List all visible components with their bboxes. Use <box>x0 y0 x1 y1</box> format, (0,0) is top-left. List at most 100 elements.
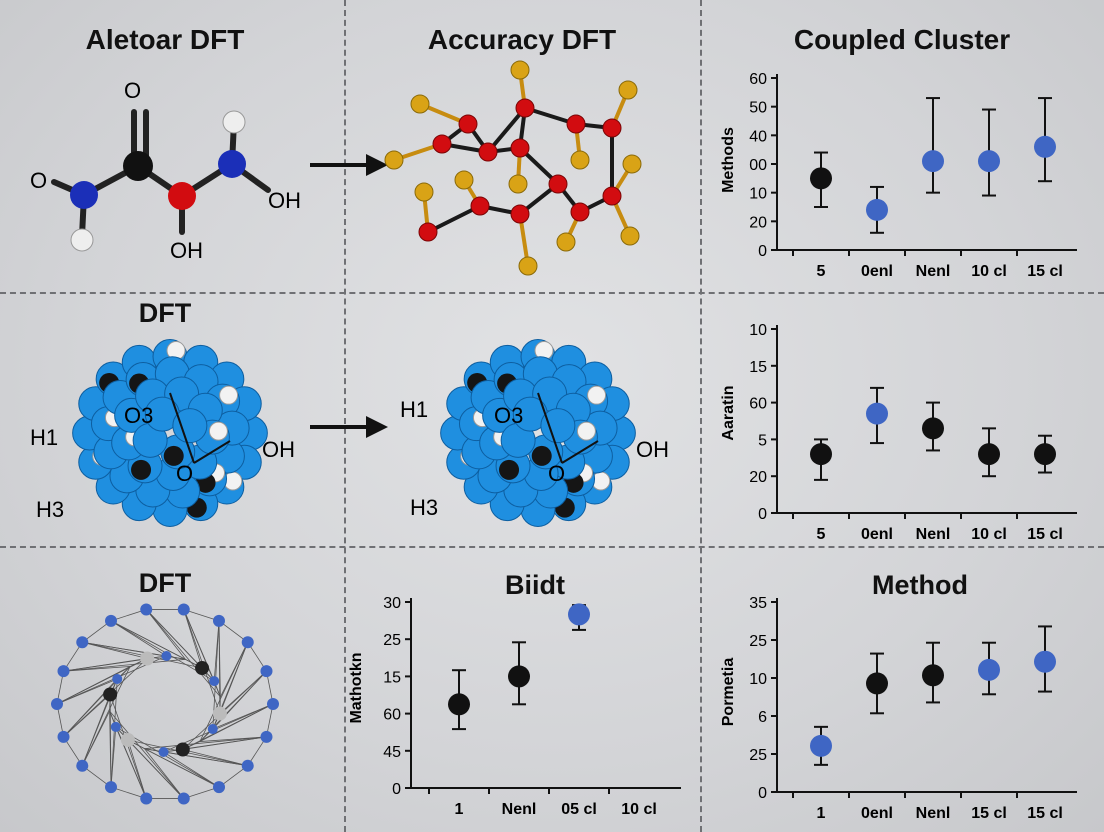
blue-node <box>241 636 254 649</box>
data-point <box>508 665 530 688</box>
data-point <box>922 664 944 687</box>
label-o-top: O <box>124 78 141 103</box>
red-atom <box>515 98 535 118</box>
divider-horizontal-2 <box>0 546 1104 548</box>
x-tick-label: 1 <box>455 801 464 818</box>
data-point <box>978 658 1000 681</box>
x-tick-label: 15 cl <box>1027 263 1063 280</box>
blue-node <box>76 636 89 649</box>
red-atom <box>458 114 478 134</box>
bond <box>169 392 195 464</box>
label-o: O <box>548 461 565 486</box>
gold-atom <box>618 80 638 100</box>
mesh-line <box>81 666 131 766</box>
data-point <box>810 167 832 190</box>
black-atom <box>499 459 520 480</box>
mesh-line <box>199 642 249 742</box>
cage-cluster-diagram: H1 O3 OH O H3 <box>400 339 669 527</box>
gold-atom <box>384 150 404 170</box>
mesh-line <box>183 609 220 622</box>
x-tick-label: 0enl <box>861 263 893 280</box>
red-atom <box>432 134 452 154</box>
x-tick-label: 10 cl <box>971 526 1007 543</box>
x-tick-label: 5 <box>817 263 826 280</box>
y-axis-label: Methods <box>720 127 737 193</box>
gold-atom <box>414 182 434 202</box>
inner-node <box>103 687 118 702</box>
label-oh: OH <box>636 437 669 462</box>
label-o-left: O <box>30 168 47 193</box>
label-oh: OH <box>262 437 295 462</box>
y-tick-label: 6 <box>758 709 767 726</box>
white-atom <box>576 421 596 441</box>
y-tick-label: 25 <box>749 633 767 650</box>
y-tick-label: 00 <box>749 157 767 174</box>
data-point <box>978 150 1000 173</box>
mesh-line <box>109 694 112 788</box>
label-o3: O3 <box>494 403 523 428</box>
cage-cluster-diagram: H1 O3 OH O H3 <box>30 339 295 527</box>
y-tick-label: 10 <box>749 671 767 688</box>
red-atom <box>470 196 490 216</box>
blue-node <box>213 781 225 794</box>
blue-node <box>267 698 279 710</box>
y-axis-label: Pormetia <box>720 658 737 727</box>
inner-node <box>120 732 135 747</box>
data-point <box>1034 650 1056 673</box>
x-tick-label: 05 cl <box>561 801 597 818</box>
mesh-line <box>182 703 274 750</box>
black-atom <box>531 445 552 466</box>
gold-atom <box>454 170 474 190</box>
blue-atom <box>540 408 576 444</box>
red-atom <box>566 114 586 134</box>
x-tick-label: 15 cl <box>971 805 1007 822</box>
mesh-line <box>183 786 220 799</box>
blue-node <box>51 698 63 710</box>
data-point <box>866 402 888 425</box>
bond <box>561 440 599 464</box>
x-tick-label: 15 cl <box>1027 526 1063 543</box>
blue-node <box>177 603 190 616</box>
x-tick-label: 15 cl <box>1027 805 1063 822</box>
mesh-line <box>144 736 267 750</box>
label-oh-right: OH <box>268 188 301 213</box>
blue-node <box>241 759 254 772</box>
red-atom <box>602 118 622 138</box>
blue-node <box>112 673 123 684</box>
mesh-line <box>110 786 147 799</box>
x-tick-label: Nenl <box>916 805 951 822</box>
molecule-small-diagram: O O OH OH <box>30 78 301 263</box>
blue-atom <box>172 408 208 444</box>
blue-node <box>213 614 225 627</box>
gold-atom <box>518 256 538 276</box>
gold-atom <box>508 174 528 194</box>
mesh-line <box>110 620 167 657</box>
panel-title-top-left: Aletoar DFT <box>85 24 245 55</box>
label-o3: O3 <box>124 403 153 428</box>
red-atom <box>510 204 530 224</box>
x-tick-label: 10 cl <box>971 263 1007 280</box>
gold-atom <box>570 150 590 170</box>
gold-atom <box>556 232 576 252</box>
divider-horizontal-1 <box>0 292 1104 294</box>
wireframe-cage-diagram <box>51 603 279 805</box>
red-atom <box>510 138 530 158</box>
panel-title-top-middle: Accuracy DFT <box>427 24 617 55</box>
y-tick-label: 20 <box>749 214 767 231</box>
y-tick-label: 0 <box>392 781 401 798</box>
y-tick-label: 5 <box>758 432 767 449</box>
blue-node <box>105 781 117 794</box>
arrow-right-icon <box>310 416 388 438</box>
blue-node <box>110 721 121 732</box>
red-atom <box>418 222 438 242</box>
inner-node <box>195 661 210 676</box>
data-point <box>922 150 944 173</box>
mesh-line <box>145 609 221 698</box>
data-point <box>1034 443 1056 466</box>
panel-title-middle-left: DFT <box>138 298 192 328</box>
inner-node <box>212 706 227 721</box>
blue-node <box>57 730 70 743</box>
